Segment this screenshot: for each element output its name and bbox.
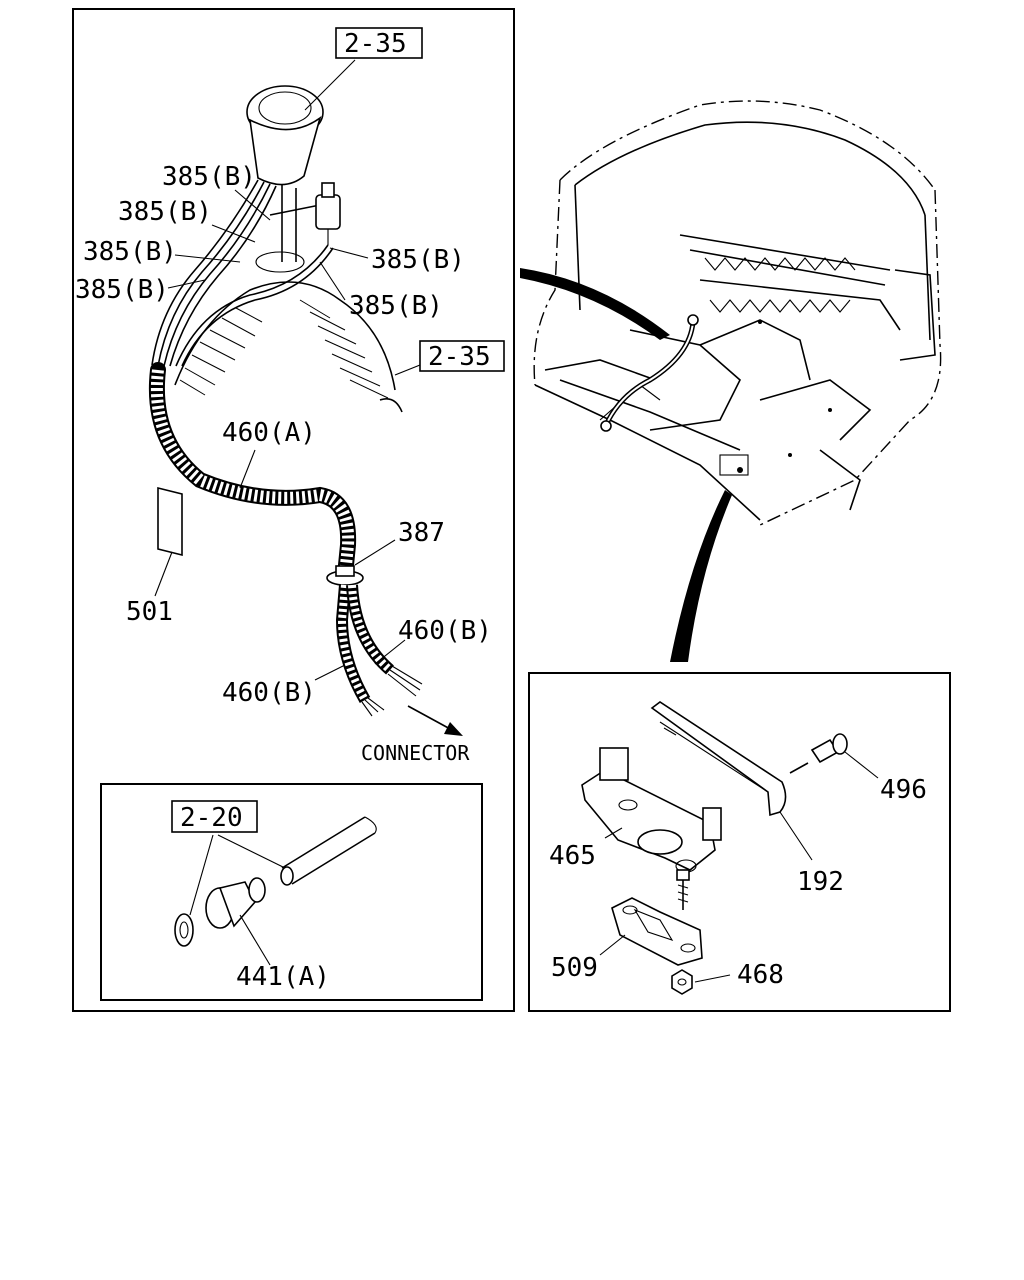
pointer-arrow-lower <box>670 490 732 662</box>
label-468: 468 <box>737 960 784 990</box>
label-496: 496 <box>880 775 927 805</box>
label-387: 387 <box>398 518 445 548</box>
neutral-switch <box>315 182 341 245</box>
plate-509 <box>611 897 703 966</box>
label-385-2: 385(B) <box>118 197 212 227</box>
label-385-4: 385(B) <box>75 275 169 305</box>
ref-inset-label: 2-20 <box>180 803 243 833</box>
leader-lines-main <box>154 59 421 681</box>
ref-boot-label: 2-35 <box>428 342 491 372</box>
label-385-6: 385(B) <box>349 291 443 321</box>
ref-top-label: 2-35 <box>344 29 407 59</box>
label-sticker-501 <box>157 486 183 557</box>
inset-nut-441a <box>205 877 266 929</box>
connector-arrow <box>407 705 463 736</box>
bolt-496 <box>789 733 848 774</box>
ref-box-boot <box>419 340 505 372</box>
shift-shaft <box>269 185 321 262</box>
label-465: 465 <box>549 841 596 871</box>
leader-lines-inset <box>189 834 286 966</box>
cab-floor-illustration <box>533 100 942 526</box>
grommet-387 <box>326 565 364 586</box>
tubes-460b <box>335 584 423 717</box>
ref-box-top <box>335 27 423 59</box>
connector-label: CONNECTOR <box>361 741 470 765</box>
bolt-vertical <box>676 869 690 910</box>
label-501: 501 <box>126 597 173 627</box>
label-385-3: 385(B) <box>83 237 177 267</box>
label-441a: 441(A) <box>236 962 330 992</box>
bracket-465 <box>581 747 722 873</box>
label-509: 509 <box>551 953 598 983</box>
label-460a: 460(A) <box>222 418 316 448</box>
bracket-panel-frame <box>528 672 951 1012</box>
cover-192 <box>650 701 787 817</box>
pointer-arrow-upper <box>520 268 670 340</box>
shift-boot <box>174 251 403 413</box>
label-385-5: 385(B) <box>371 245 465 275</box>
inset-washer <box>174 913 194 947</box>
nut-468 <box>671 969 693 995</box>
label-460b-right: 460(B) <box>398 616 492 646</box>
inset-panel-frame <box>100 783 483 1001</box>
label-385-1: 385(B) <box>162 162 256 192</box>
label-460b-left: 460(B) <box>222 678 316 708</box>
corrugated-tube-460a <box>148 362 357 583</box>
wire-bundle-385 <box>151 179 334 367</box>
label-192: 192 <box>797 867 844 897</box>
shift-knob <box>246 85 324 186</box>
ref-box-inset <box>171 800 258 833</box>
inset-pipe <box>280 816 377 886</box>
leader-lines-bracket <box>599 751 879 983</box>
main-panel-frame <box>72 8 515 1012</box>
